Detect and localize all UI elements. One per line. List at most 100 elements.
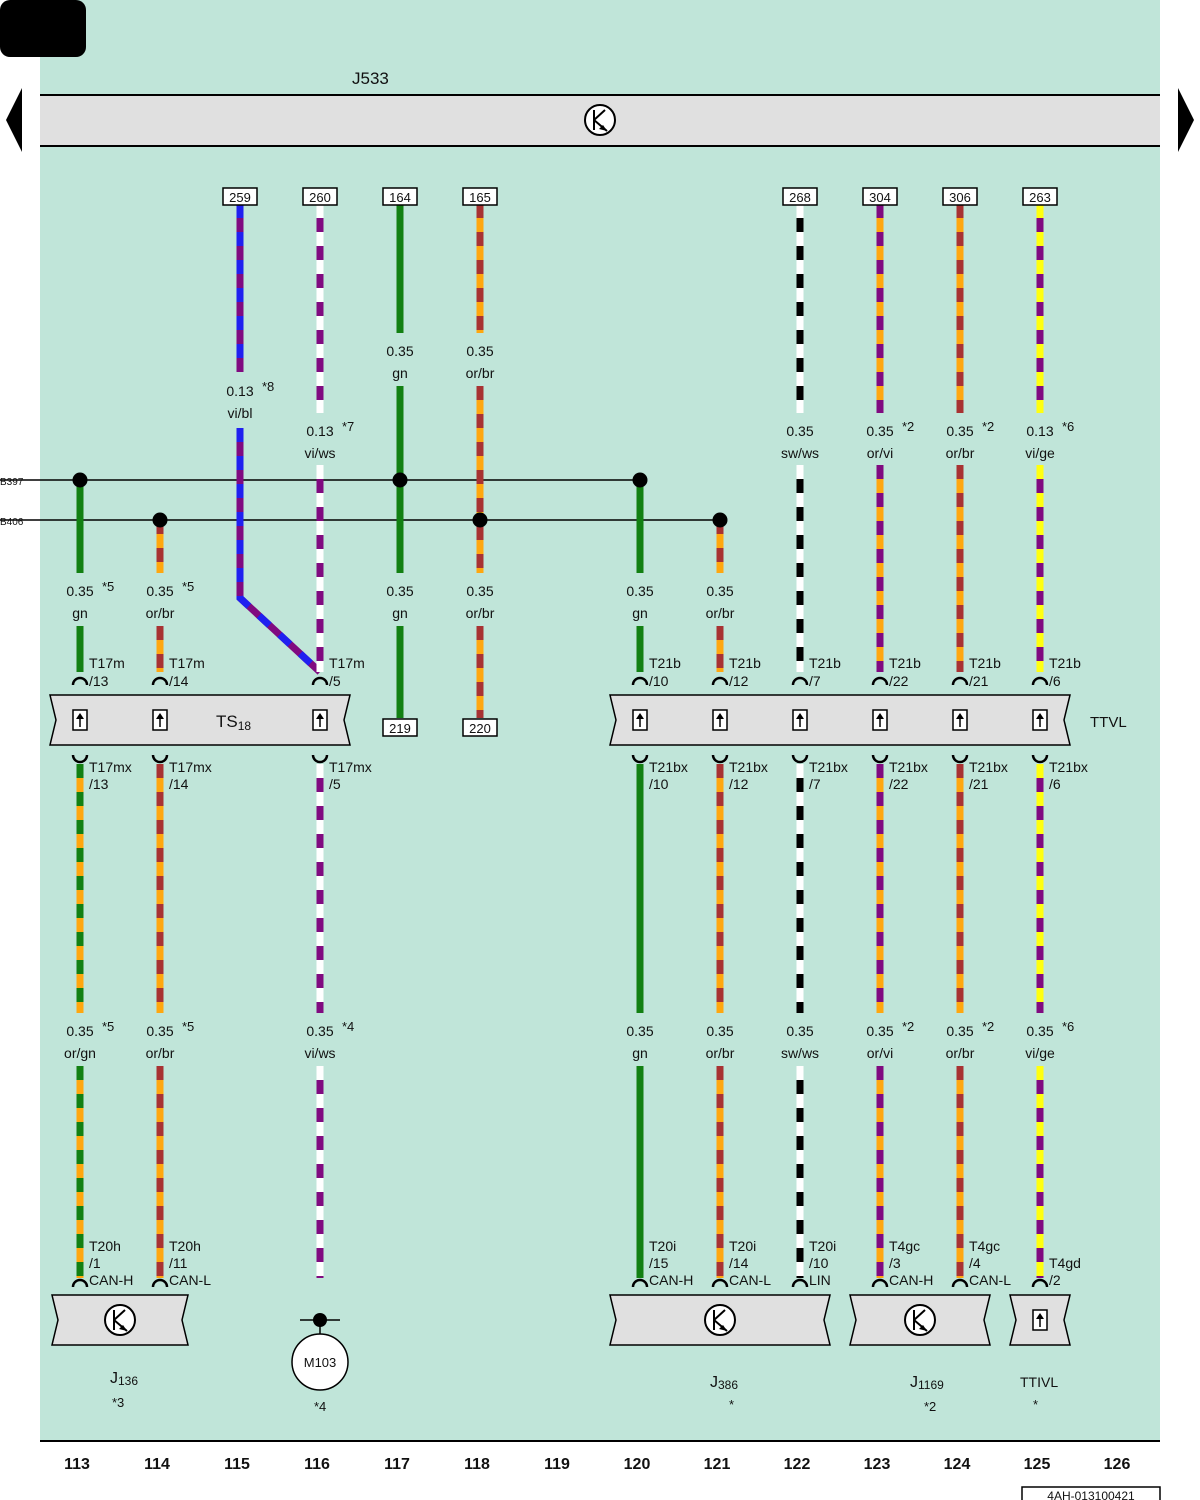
connection-point-263: 263 — [1029, 190, 1051, 205]
j386-control-unit — [609, 1294, 831, 1346]
wire-bottom-6-label-size: 0.35 — [866, 1023, 893, 1039]
pin-lower-3-conn: T21bx — [649, 759, 688, 775]
pin-lower-4-num: /12 — [729, 776, 749, 792]
wire-bottom-7-label-color: or/br — [946, 1045, 975, 1061]
column-number-117: 117 — [384, 1456, 410, 1473]
wire-118-mid-label-color: or/br — [466, 605, 495, 621]
ttvl-label: TTVL — [1090, 714, 1127, 731]
end-pin-6-line-1: /4 — [969, 1255, 981, 1271]
pin-upper-5-conn: T21b — [809, 655, 841, 671]
end-pin-5-line-0: T4gc — [889, 1238, 920, 1254]
pin-upper-4-num: /12 — [729, 673, 749, 689]
connection-point-220: 220 — [469, 721, 491, 736]
end-pin-6-line-0: T4gc — [969, 1238, 1000, 1254]
wire-117-mid-label-size: 0.35 — [386, 583, 413, 599]
separation-contact-1-arrow — [156, 713, 164, 719]
end-pin-1-line-1: /11 — [169, 1255, 188, 1271]
wire-304-label-note: *2 — [902, 419, 914, 434]
j1169-control-unit-icon — [904, 1304, 936, 1336]
pin-lower-6-num: /22 — [889, 776, 909, 792]
separation-contact-5-arrow — [796, 713, 804, 719]
j533-control-unit-icon — [584, 104, 616, 136]
wire-259-label-color: vi/bl — [228, 405, 253, 421]
end-pin-5-line-1: /3 — [889, 1255, 901, 1271]
pin-lower-2-contact-bottom — [311, 754, 329, 764]
end-pin-4-line-1: /10 — [809, 1255, 829, 1271]
pin-upper-4-conn: T21b — [729, 655, 761, 671]
connection-point-259-box — [222, 187, 258, 206]
end-pin-2-line-2: CAN-H — [649, 1272, 693, 1288]
column-number-115: 115 — [224, 1456, 250, 1473]
bus-label-b397: B397 — [0, 477, 24, 488]
pin-lower-6-contact-bottom — [871, 754, 889, 764]
previous-page-arrow[interactable] — [6, 88, 22, 152]
end-pin-3-line-0: T20i — [729, 1238, 756, 1254]
column-number-113: 113 — [64, 1456, 90, 1473]
separation-contact-3-arrow — [636, 713, 644, 719]
wire-260-label-size: 0.13 — [306, 423, 333, 439]
wire-bottom-8-label-color: vi/ge — [1025, 1045, 1055, 1061]
wire-259-label-size: 0.13 — [226, 383, 253, 399]
connection-point-260-box — [302, 187, 338, 206]
pin-upper-8-contact-top — [1031, 676, 1049, 686]
wire-layer — [72, 204, 1044, 1278]
pin-upper-7-conn: T21b — [969, 655, 1001, 671]
pin-upper-2-contact-top — [311, 676, 329, 686]
end-pin-7-contact-top — [1031, 1278, 1049, 1288]
pin-upper-1-contact-top — [151, 676, 169, 686]
wire-164-label-size: 0.35 — [386, 343, 413, 359]
pin-lower-5-num: /7 — [809, 776, 821, 792]
wire-263-label-color: vi/ge — [1025, 445, 1055, 461]
separation-contact-0-arrow — [76, 713, 84, 719]
column-number-119: 119 — [544, 1456, 570, 1473]
connection-point-306: 306 — [949, 190, 971, 205]
pin-lower-0-num: /13 — [89, 776, 109, 792]
wire-113-mid-label-note: *5 — [102, 579, 114, 594]
pin-upper-8-conn: T21b — [1049, 655, 1081, 671]
wire-bottom-2-label-size: 0.35 — [306, 1023, 333, 1039]
pin-lower-6-conn: T21bx — [889, 759, 928, 775]
j386-control-unit-icon — [704, 1304, 736, 1336]
column-number-123: 123 — [864, 1456, 891, 1473]
j1169-note: *2 — [924, 1399, 936, 1414]
wire-117-mid-label-color: gn — [392, 605, 408, 621]
wire-bottom-3-label-size: 0.35 — [626, 1023, 653, 1039]
wire-114-mid-label-color: or/br — [146, 605, 175, 621]
pin-lower-4-conn: T21bx — [729, 759, 768, 775]
pin-upper-0-num: /13 — [89, 673, 109, 689]
j136-control-unit — [51, 1294, 189, 1346]
pin-upper-1-conn: T17m — [169, 655, 205, 671]
separation-contact-2-arrow — [316, 713, 324, 719]
pin-lower-0-contact-bottom — [71, 754, 89, 764]
wire-304-label-color: or/vi — [867, 445, 893, 461]
wire-260-label-color: vi/ws — [304, 445, 335, 461]
wire-121-mid-label-size: 0.35 — [706, 583, 733, 599]
bus-label-b406: B406 — [0, 517, 24, 528]
doc-id-box — [1021, 1486, 1161, 1500]
j533-label: J533 — [352, 69, 389, 88]
pin-upper-6-contact-top — [871, 676, 889, 686]
end-pin-4-line-2: LIN — [809, 1272, 831, 1288]
pin-upper-0-conn: T17m — [89, 655, 125, 671]
wire-bottom-4-label-size: 0.35 — [706, 1023, 733, 1039]
wire-268-label-color: sw/ws — [781, 445, 819, 461]
j136-label: J136 — [110, 1370, 138, 1388]
column-number-120: 120 — [624, 1456, 651, 1473]
pin-upper-6-num: /22 — [889, 673, 909, 689]
next-page-arrow[interactable] — [1178, 88, 1194, 152]
m103-note: *4 — [314, 1399, 326, 1414]
end-pin-4-line-0: T20i — [809, 1238, 836, 1254]
column-number-122: 122 — [784, 1456, 811, 1473]
wire-bottom-2-label-note: *4 — [342, 1019, 354, 1034]
wire-114-mid-label-size: 0.35 — [146, 583, 173, 599]
wire-263-label-size: 0.13 — [1026, 423, 1053, 439]
end-pin-7-line-0: T4gd — [1049, 1255, 1081, 1271]
junction-113-b397 — [72, 472, 88, 488]
connection-point-260: 260 — [309, 190, 331, 205]
wire-165-label-size: 0.35 — [466, 343, 493, 359]
separation-contact-8-arrow — [1036, 713, 1044, 719]
wire-113-mid-label-color: gn — [72, 605, 88, 621]
end-pin-5-line-2: CAN-H — [889, 1272, 933, 1288]
wire-114-mid-label-note: *5 — [182, 579, 194, 594]
